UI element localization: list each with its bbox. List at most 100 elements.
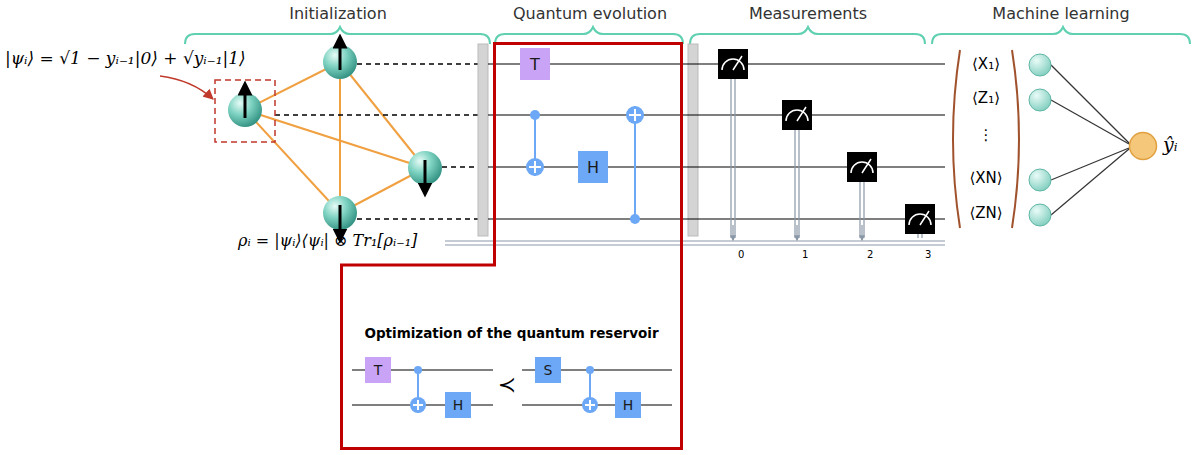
expectation-value: ⟨X₁⟩ [972, 55, 1000, 73]
barrier [478, 44, 488, 236]
control-dot [586, 366, 594, 374]
classical-wires [445, 79, 945, 245]
meter [782, 100, 812, 130]
coupling-line [339, 62, 341, 213]
bracket [1012, 50, 1019, 228]
gate-label: H [587, 158, 599, 177]
control-dot [530, 110, 540, 120]
input-neuron [1029, 54, 1051, 76]
output-label: ŷᵢ [1163, 133, 1178, 155]
cnot-gate [626, 106, 644, 224]
input-neuron [1029, 89, 1051, 111]
weight-line [1051, 148, 1129, 180]
meter-box [847, 152, 877, 182]
gate-box: H [615, 392, 641, 418]
cnot-gate [582, 366, 598, 413]
gate-label: T [374, 362, 383, 378]
spin-up-arrow [339, 41, 342, 70]
qubit-wire [488, 63, 945, 64]
bit-index: 0 [738, 249, 744, 260]
target-circle [626, 106, 644, 124]
section-bracket [495, 27, 683, 44]
section-bracket [932, 27, 1190, 44]
classical-wire [795, 130, 799, 238]
gate-label: S [544, 362, 553, 378]
region-title: Optimization of the quantum reservoir [340, 325, 683, 341]
selected-qubit-box [215, 80, 275, 142]
meter-dial [722, 56, 744, 70]
classical-wire [445, 244, 945, 245]
classical-wire [731, 79, 735, 238]
target-circle [526, 158, 544, 176]
input-arrow [160, 76, 213, 99]
input-neurons [1029, 54, 1051, 226]
target-plus [413, 400, 423, 410]
qubit-wires [488, 64, 945, 219]
measurements [445, 49, 945, 245]
section-title: Measurements [749, 4, 867, 23]
bit-index: 3 [925, 249, 931, 260]
meter [847, 152, 877, 182]
meter-box [718, 49, 748, 79]
weight-line [1051, 100, 1129, 144]
measure-arrow [861, 225, 862, 240]
meter-dial [851, 159, 873, 173]
classical-wire [445, 240, 945, 241]
input-neuron [1029, 204, 1051, 226]
expectation-value: ⟨ZN⟩ [969, 204, 1002, 222]
vector-brackets [953, 50, 1019, 228]
dashed-line [357, 63, 478, 65]
measure-arrow [796, 225, 797, 240]
weight-line [1051, 65, 1129, 143]
dashed-line [275, 114, 478, 116]
meter-dial [909, 211, 931, 225]
gate-box: H [578, 151, 608, 183]
qubit-wire [488, 114, 945, 115]
section-title: Initialization [289, 4, 387, 23]
output-circle [1130, 133, 1157, 160]
target-plus [529, 161, 541, 173]
cnot-gate [526, 110, 544, 176]
gate-label: T [530, 55, 540, 74]
gate-label: H [623, 397, 634, 413]
section-bracket [185, 27, 490, 44]
density-formula: ρᵢ = |ψᵢ⟩⟨ψᵢ| ⊗ Tr₁[ρᵢ₋₁] [238, 231, 417, 250]
qubit-wire [488, 218, 945, 219]
gate-box: S [535, 357, 561, 383]
gate-box: T [365, 357, 391, 383]
meter [905, 204, 935, 234]
meter-box [905, 204, 935, 234]
bracket [953, 50, 960, 228]
preorder-symbol: ≺ [498, 372, 516, 397]
state-formula: |ψᵢ⟩ = √1 − yᵢ₋₁|0⟩ + √yᵢ₋₁|1⟩ [5, 48, 246, 68]
gate-label: H [453, 397, 464, 413]
target-circle [582, 397, 598, 413]
section-title: Machine learning [992, 4, 1129, 23]
meter-dial [786, 107, 808, 121]
section-bracket [690, 27, 925, 44]
target-circle [410, 397, 426, 413]
barrier [688, 44, 698, 236]
network-lines [1051, 65, 1129, 215]
control-dot [630, 214, 640, 224]
weight-line [1051, 149, 1129, 215]
classical-wire [918, 234, 922, 238]
cnot-gate [410, 366, 426, 413]
coupling-lines [245, 62, 425, 213]
bit-index: 1 [802, 249, 808, 260]
expectation-value: ⟨Z₁⟩ [972, 89, 1000, 107]
target-plus [629, 109, 641, 121]
ellipsis: ⋮ [979, 126, 994, 144]
output-neuron: ŷᵢ [1128, 131, 1158, 161]
gate-box: T [520, 48, 550, 80]
expectation-value: ⟨XN⟩ [969, 169, 1002, 187]
measure-arrow [732, 225, 733, 240]
qubit-mapping-lines [275, 64, 478, 219]
spin-spheres [228, 45, 442, 230]
gate-box: H [445, 392, 471, 418]
input-neuron [1029, 169, 1051, 191]
meter-box [782, 100, 812, 130]
section-title: Quantum evolution [513, 4, 667, 23]
